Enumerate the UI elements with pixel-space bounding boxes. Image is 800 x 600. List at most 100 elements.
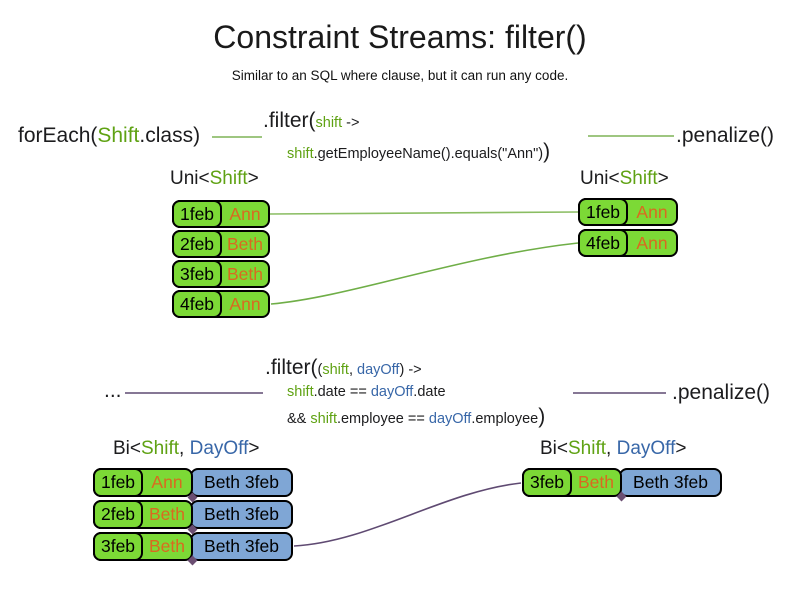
code-token: .employee bbox=[471, 411, 539, 427]
shift-date: 1feb bbox=[172, 200, 222, 228]
code-token-var: dayOff bbox=[428, 411, 472, 427]
code-token: ... bbox=[104, 379, 122, 402]
label-token: > bbox=[247, 168, 259, 189]
uni-left-label: Uni<Shift> bbox=[170, 168, 259, 190]
code-token: && bbox=[287, 411, 311, 427]
code-token: .penalize() bbox=[676, 124, 775, 147]
filter2-expression: .filter((shift, dayOff) -> bbox=[265, 356, 422, 382]
foreach-expression: forEach(Shift.class) bbox=[18, 124, 200, 148]
shift-card: 1feb Ann bbox=[93, 468, 193, 497]
shift-dayoff-pair: 3feb Beth Beth 3feb bbox=[93, 532, 293, 561]
shift-dayoff-pair: 1feb Ann Beth 3feb bbox=[93, 468, 293, 497]
code-token: ( bbox=[317, 362, 323, 378]
page-subtitle: Similar to an SQL where clause, but it c… bbox=[231, 68, 569, 83]
code-token-param: dayOff bbox=[357, 362, 400, 378]
shift-card: 2feb Beth bbox=[93, 500, 193, 529]
code-token: .employee == bbox=[336, 411, 429, 427]
shift-employee: Beth bbox=[149, 504, 185, 524]
label-token-type: Shift bbox=[141, 438, 180, 459]
code-token: .filter( bbox=[265, 356, 318, 379]
shift-date: 2feb bbox=[93, 500, 143, 529]
filter2-body-line1: shift.date == dayOff.date bbox=[287, 384, 446, 400]
code-token: -> bbox=[342, 115, 360, 131]
wire-4feb-ann bbox=[270, 242, 579, 305]
label-token-type: Shift bbox=[619, 168, 658, 189]
uni-right-label: Uni<Shift> bbox=[580, 168, 669, 190]
label-token: , bbox=[606, 438, 617, 459]
dayoff-card: Beth 3feb bbox=[190, 468, 293, 497]
shift-card: 1feb Ann bbox=[172, 200, 270, 228]
shift-date: 3feb bbox=[522, 468, 572, 497]
code-token: .class) bbox=[139, 124, 201, 147]
label-token: Bi< bbox=[540, 438, 568, 459]
shift-employee: Ann bbox=[636, 232, 668, 253]
shift-employee: Ann bbox=[151, 472, 183, 492]
shift-employee: Beth bbox=[578, 472, 614, 492]
label-token: , bbox=[179, 438, 190, 459]
dayoff-card: Beth 3feb bbox=[190, 500, 293, 529]
dayoff-card: Beth 3feb bbox=[190, 532, 293, 561]
code-token-var: shift bbox=[287, 146, 314, 162]
shift-date: 1feb bbox=[93, 468, 143, 497]
shift-date: 3feb bbox=[172, 260, 222, 288]
label-token-type: Shift bbox=[568, 438, 607, 459]
shift-dayoff-pair: 2feb Beth Beth 3feb bbox=[93, 500, 293, 529]
label-token: > bbox=[657, 168, 669, 189]
label-token-type: Shift bbox=[209, 168, 248, 189]
label-token: > bbox=[675, 438, 687, 459]
shift-card: 3feb Beth bbox=[172, 260, 270, 288]
code-token: .date == bbox=[313, 384, 371, 400]
code-token: .filter( bbox=[263, 109, 316, 132]
wire-3feb-beth-pair bbox=[293, 482, 522, 547]
label-token: Uni< bbox=[580, 168, 620, 189]
filter1-body: shift.getEmployeeName().equals("Ann")) bbox=[287, 140, 550, 164]
shift-employee: Ann bbox=[636, 201, 668, 222]
shift-card: 2feb Beth bbox=[172, 230, 270, 258]
filter2-body-line2: && shift.employee == dayOff.employee) bbox=[287, 405, 545, 429]
label-token-type: DayOff bbox=[189, 438, 249, 459]
filter1-expression: .filter(shift -> bbox=[263, 109, 359, 135]
code-token: forEach( bbox=[18, 124, 98, 147]
shift-card: 4feb Ann bbox=[578, 229, 678, 257]
shift-card: 3feb Beth bbox=[522, 468, 622, 497]
code-token: .penalize() bbox=[672, 381, 771, 404]
code-token: , bbox=[348, 362, 357, 378]
shift-card: 3feb Beth bbox=[93, 532, 193, 561]
bi-right-label: Bi<Shift, DayOff> bbox=[540, 438, 686, 460]
bi-left-label: Bi<Shift, DayOff> bbox=[113, 438, 259, 460]
label-token-type: DayOff bbox=[616, 438, 676, 459]
code-token: .date bbox=[413, 384, 446, 400]
code-token-shift-class: Shift bbox=[97, 124, 140, 147]
code-token: -> bbox=[404, 362, 422, 378]
shift-date: 3feb bbox=[93, 532, 143, 561]
shift-dayoff-pair: 3feb Beth Beth 3feb bbox=[522, 468, 722, 497]
penalize1-expression: .penalize() bbox=[676, 124, 774, 148]
shift-employee: Ann bbox=[229, 293, 261, 314]
code-token-var: dayOff bbox=[370, 384, 414, 400]
shift-date: 1feb bbox=[578, 198, 628, 226]
code-token: ) bbox=[399, 362, 405, 378]
code-token-var: shift bbox=[287, 384, 314, 400]
label-token: > bbox=[248, 438, 260, 459]
shift-employee: Beth bbox=[227, 263, 263, 284]
shift-date: 4feb bbox=[578, 229, 628, 257]
code-token-param: shift bbox=[322, 362, 349, 378]
shift-employee: Beth bbox=[149, 536, 185, 556]
code-token-param: shift bbox=[315, 115, 343, 131]
shift-employee: Ann bbox=[229, 203, 261, 224]
penalize2-expression: .penalize() bbox=[672, 381, 770, 405]
shift-card: 4feb Ann bbox=[172, 290, 270, 318]
wire-1feb-ann bbox=[269, 211, 579, 215]
label-token: Uni< bbox=[170, 168, 210, 189]
shift-employee: Beth bbox=[227, 233, 263, 254]
shift-card: 1feb Ann bbox=[578, 198, 678, 226]
stream-ellipsis: ... bbox=[104, 379, 122, 403]
page-title: Constraint Streams: filter() bbox=[213, 19, 587, 55]
code-token-close-paren: ) bbox=[538, 405, 546, 428]
code-token-close-paren: ) bbox=[543, 140, 551, 163]
code-token: .getEmployeeName().equals("Ann") bbox=[313, 146, 544, 162]
dayoff-card: Beth 3feb bbox=[619, 468, 722, 497]
code-token-var: shift bbox=[310, 411, 337, 427]
